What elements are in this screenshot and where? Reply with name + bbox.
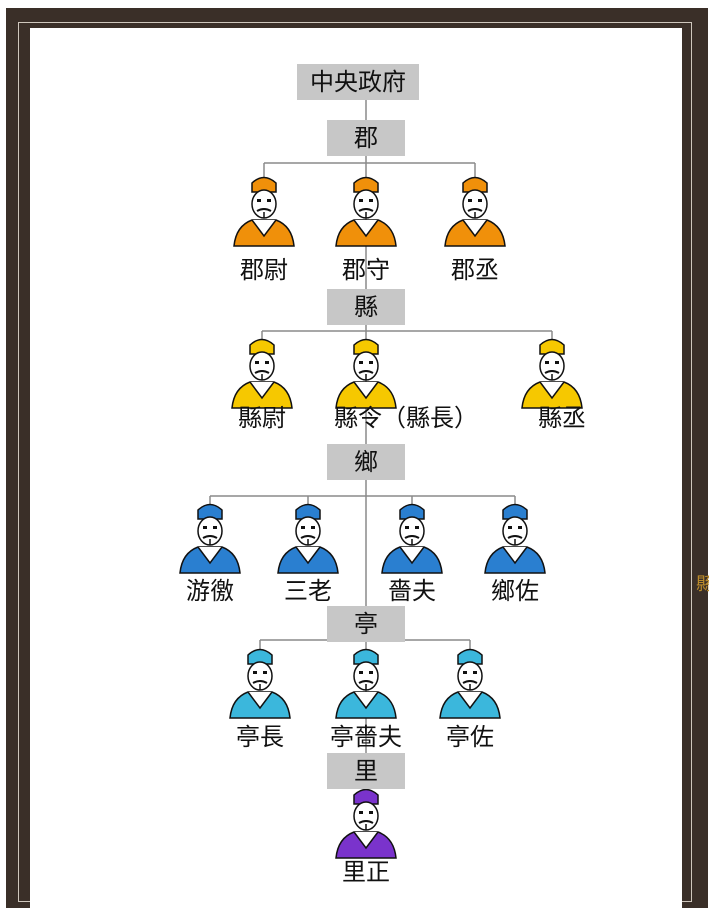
level-box-亭: 亭 <box>327 606 405 642</box>
official-label: 游徼 <box>186 577 234 605</box>
official-label: 亭長 <box>236 723 284 751</box>
root-box: 中央政府 <box>297 64 419 100</box>
official-figure-縣令 <box>336 340 396 409</box>
official-figure-嗇夫 <box>382 505 442 574</box>
official-label: 亭嗇夫 <box>330 723 402 751</box>
official-figure-三老 <box>278 505 338 574</box>
official-figure-亭佐 <box>440 650 500 719</box>
official-label: 縣尉 <box>238 404 286 432</box>
official-figure-亭長 <box>230 650 290 719</box>
official-figure-縣尉 <box>232 340 292 409</box>
official-figure-亭嗇夫 <box>336 650 396 719</box>
level-box-郡: 郡 <box>327 120 405 156</box>
official-label: 縣令（縣長） <box>334 404 478 432</box>
official-label: 亭佐 <box>446 723 494 751</box>
official-figure-游徼 <box>180 505 240 574</box>
official-label: 三老 <box>284 577 332 605</box>
official-figure-鄉佐 <box>485 505 545 574</box>
official-figure-郡尉 <box>234 178 294 247</box>
official-label: 鄉佐 <box>491 577 539 605</box>
level-box-鄉: 鄉 <box>327 444 405 480</box>
official-label: 縣丞 <box>538 404 586 432</box>
level-box-里: 里 <box>327 753 405 789</box>
level-box-縣: 縣 <box>327 289 405 325</box>
edge-glyph: 縣 <box>696 574 709 594</box>
official-figure-郡守 <box>336 178 396 247</box>
official-label: 里正 <box>342 858 390 886</box>
official-figure-縣丞 <box>522 340 582 409</box>
official-label: 郡守 <box>342 256 390 284</box>
official-label: 郡丞 <box>451 256 499 284</box>
official-figure-里正 <box>336 790 396 859</box>
official-figure-郡丞 <box>445 178 505 247</box>
official-label: 郡尉 <box>240 256 288 284</box>
official-label: 嗇夫 <box>388 577 436 605</box>
